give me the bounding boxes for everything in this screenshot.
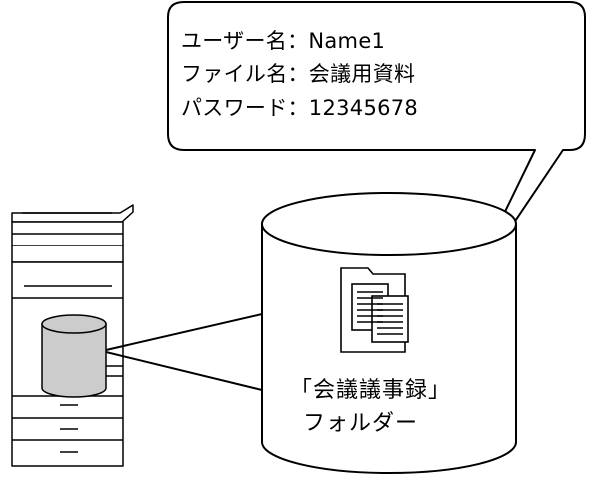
folder-name: 「会議議事録」: [290, 378, 452, 403]
magnify-lines: [105, 313, 263, 391]
callout-line-password: パスワード：12345678: [181, 96, 419, 120]
device-storage-cylinder: [41, 314, 107, 398]
callout-line-filename: ファイル名：会議用資料: [181, 62, 416, 86]
folder-caption: フォルダー: [303, 411, 419, 436]
callout-line-username: ユーザー名：Name1: [181, 29, 386, 53]
folder-with-documents-icon: [340, 267, 409, 353]
